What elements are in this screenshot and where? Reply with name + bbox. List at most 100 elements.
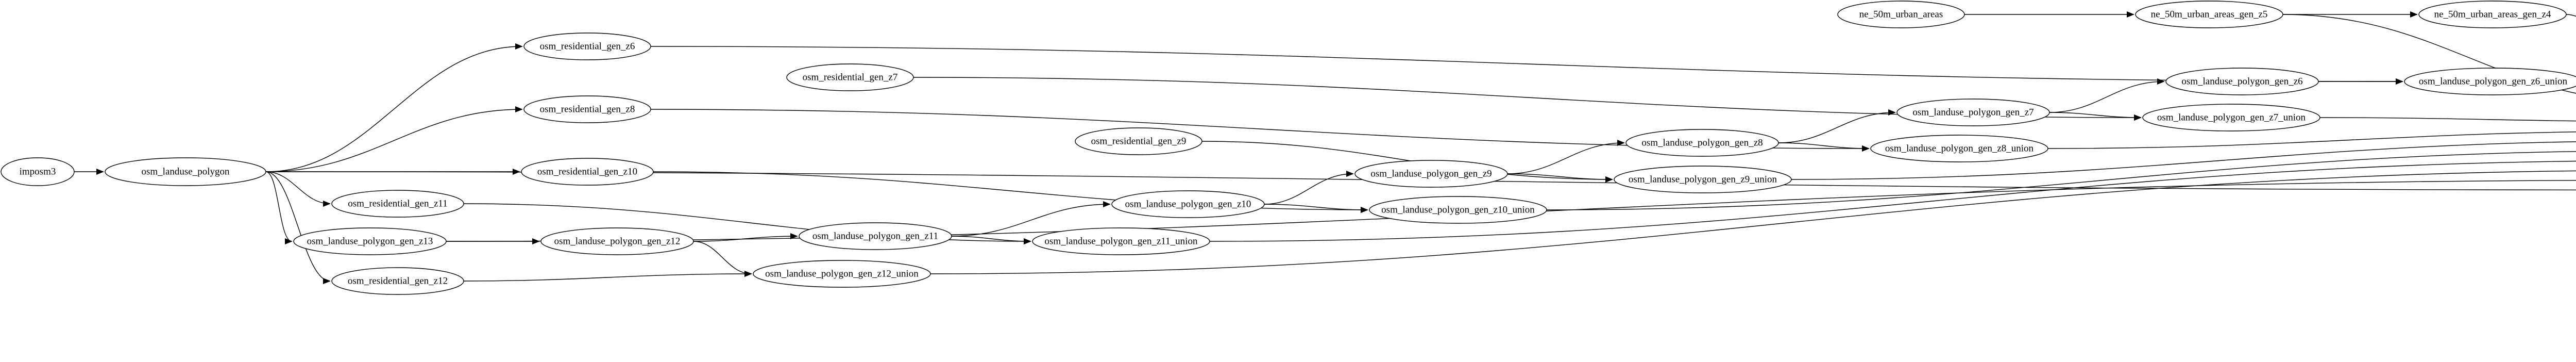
- node-shape: [523, 32, 651, 60]
- edge-path: [1264, 204, 1368, 210]
- edge-path: [265, 171, 330, 282]
- node-osm_landuse_polygon_gen_z10[interactable]: osm_landuse_polygon_gen_z10: [1111, 190, 1265, 218]
- edge-path: [1264, 173, 1353, 205]
- node-shape: [2418, 1, 2567, 28]
- edge-arrowhead: [744, 271, 752, 277]
- node-osm_residential_gen_z12[interactable]: osm_residential_gen_z12: [331, 267, 464, 295]
- edge-osm_landuse_polygon-to-osm_landuse_polygon_gen_z13: [265, 171, 293, 244]
- edge-imposm3-to-osm_landuse_polygon: [74, 169, 104, 175]
- node-label: osm_residential_gen_z12: [348, 275, 448, 286]
- edge-osm_residential_gen_z12-to-osm_landuse_polygon_gen_z12_union: [463, 271, 752, 282]
- edge-path: [2282, 14, 2576, 94]
- edge-osm_landuse_polygon_gen_z10-to-osm_landuse_polygon_gen_z10_union: [1264, 204, 1368, 213]
- edge-arrowhead: [1617, 140, 1625, 146]
- node-label: osm_residential_gen_z6: [540, 41, 635, 52]
- edge-osm_landuse_polygon_gen_z12_union-to-layer_landuse-z12: [930, 170, 2576, 274]
- node-label: osm_landuse_polygon_gen_z7: [1912, 107, 2033, 118]
- node-osm_landuse_polygon_gen_z10_union[interactable]: osm_landuse_polygon_gen_z10_union: [1369, 196, 1547, 224]
- edge-arrowhead: [2410, 11, 2418, 18]
- edge-path: [1546, 151, 2576, 210]
- node-osm_landuse_polygon_gen_z11[interactable]: osm_landuse_polygon_gen_z11: [799, 222, 952, 250]
- edge-path: [650, 46, 2403, 82]
- node-osm_landuse_polygon_gen_z8[interactable]: osm_landuse_polygon_gen_z8: [1625, 129, 1779, 157]
- node-label: osm_landuse_polygon_gen_z8_union: [1885, 143, 2034, 154]
- edge-path: [265, 46, 522, 172]
- edge-path: [1778, 112, 1895, 143]
- node-ne_50m_urban_areas_gen_z5[interactable]: ne_50m_urban_areas_gen_z5: [2135, 1, 2283, 28]
- edge-osm_landuse_polygon-to-osm_residential_gen_z8: [265, 106, 523, 172]
- node-osm_landuse_polygon_gen_z6_union[interactable]: osm_landuse_polygon_gen_z6_union: [2404, 68, 2576, 95]
- node-label: osm_landuse_polygon_gen_z7_union: [2157, 112, 2306, 123]
- edge-path: [463, 273, 752, 282]
- node-shape: [2135, 1, 2283, 28]
- node-label: osm_landuse_polygon_gen_z11: [812, 231, 938, 241]
- node-label: osm_landuse_polygon_gen_z12_union: [765, 268, 919, 279]
- node-shape: [293, 227, 447, 255]
- node-osm_residential_gen_z10[interactable]: osm_residential_gen_z10: [521, 158, 654, 186]
- edge-ne_50m_urban_areas_gen_z5-to-ne_50m_urban_areas_gen_z4: [2283, 11, 2418, 18]
- node-osm_residential_gen_z7[interactable]: osm_residential_gen_z7: [786, 63, 914, 91]
- node-label: ne_50m_urban_areas_gen_z5: [2151, 9, 2268, 20]
- node-osm_landuse_polygon_gen_z9[interactable]: osm_landuse_polygon_gen_z9: [1354, 160, 1508, 188]
- node-osm_landuse_polygon_gen_z7[interactable]: osm_landuse_polygon_gen_z7: [1896, 98, 2050, 126]
- edge-osm_landuse_polygon_gen_z11-to-osm_landuse_polygon_gen_z11_union: [951, 236, 1031, 244]
- edge-osm_landuse_polygon_gen_z11-to-osm_landuse_polygon_gen_z10: [951, 201, 1111, 237]
- node-osm_landuse_polygon[interactable]: osm_landuse_polygon: [105, 157, 266, 186]
- node-osm_residential_gen_z6[interactable]: osm_residential_gen_z6: [523, 32, 651, 60]
- edge-arrowhead: [96, 169, 104, 175]
- node-label: osm_residential_gen_z11: [348, 198, 447, 209]
- node-osm_landuse_polygon_gen_z8_union[interactable]: osm_landuse_polygon_gen_z8_union: [1870, 135, 2048, 162]
- edges-layer: [74, 11, 2576, 284]
- edge-osm_landuse_polygon_gen_z9-to-osm_landuse_polygon_gen_z8: [1507, 140, 1625, 174]
- node-osm_residential_gen_z9[interactable]: osm_residential_gen_z9: [1075, 127, 1202, 155]
- edge-arrowhead: [515, 106, 523, 112]
- edge-path: [693, 241, 752, 274]
- node-osm_landuse_polygon_gen_z9_union[interactable]: osm_landuse_polygon_gen_z9_union: [1614, 166, 1792, 193]
- edge-osm_landuse_polygon-to-osm_residential_gen_z12: [265, 171, 331, 284]
- node-ne_50m_urban_areas_gen_z4[interactable]: ne_50m_urban_areas_gen_z4: [2418, 1, 2567, 28]
- edge-osm_landuse_polygon_gen_z9_union-to-layer_landuse-z9: [1791, 141, 2576, 180]
- nodes-layer: imposm3 osm_landuse_polygon osm_residentia…: [1, 1, 2576, 295]
- node-osm_landuse_polygon_gen_z12_union[interactable]: osm_landuse_polygon_gen_z12_union: [753, 260, 931, 288]
- node-label: ne_50m_urban_areas_gen_z4: [2434, 9, 2551, 20]
- node-shape: [105, 157, 266, 186]
- node-label: osm_residential_gen_z7: [803, 72, 898, 83]
- node-shape: [1075, 127, 1202, 155]
- node-shape: [1032, 227, 1210, 255]
- node-osm_landuse_polygon_gen_z12[interactable]: osm_landuse_polygon_gen_z12: [540, 227, 694, 255]
- edge-arrowhead: [513, 169, 520, 175]
- edge-path: [265, 171, 330, 204]
- node-shape: [1870, 135, 2048, 162]
- edge-path: [2319, 117, 2576, 122]
- node-shape: [2142, 104, 2320, 131]
- node-osm_landuse_polygon_gen_z6[interactable]: osm_landuse_polygon_gen_z6: [2165, 68, 2319, 95]
- edge-arrowhead: [1103, 201, 1111, 207]
- node-shape: [1837, 1, 1965, 28]
- node-label: osm_residential_gen_z8: [540, 104, 635, 114]
- edge-osm_landuse_polygon_gen_z8_union-to-layer_landuse-z8: [2047, 131, 2576, 149]
- edge-path: [265, 109, 522, 172]
- node-osm_residential_gen_z8[interactable]: osm_residential_gen_z8: [523, 95, 651, 123]
- node-shape: [2404, 68, 2576, 95]
- edge-ne_50m_urban_areas_gen_z5-to-layer_landuse-z5: [2282, 14, 2576, 94]
- edge-arrowhead: [790, 233, 798, 239]
- edge-arrowhead: [2396, 78, 2403, 85]
- edge-osm_landuse_polygon_gen_z10_union-to-layer_landuse-z10: [1546, 151, 2576, 210]
- node-shape: [1111, 190, 1265, 218]
- edge-path: [930, 170, 2576, 274]
- edge-arrowhead: [323, 201, 331, 207]
- edge-path: [2049, 112, 2141, 118]
- node-osm_landuse_polygon_gen_z11_union[interactable]: osm_landuse_polygon_gen_z11_union: [1032, 227, 1210, 255]
- node-osm_landuse_polygon_gen_z13[interactable]: osm_landuse_polygon_gen_z13: [293, 227, 447, 255]
- node-ne_50m_urban_areas[interactable]: ne_50m_urban_areas: [1837, 1, 1965, 28]
- node-osm_landuse_polygon_gen_z7_union[interactable]: osm_landuse_polygon_gen_z7_union: [2142, 104, 2320, 131]
- edge-path: [2049, 81, 2164, 113]
- edge-osm_landuse_polygon_gen_z7-to-osm_landuse_polygon_gen_z6: [2049, 78, 2165, 113]
- edge-arrowhead: [1888, 109, 1896, 116]
- edge-arrowhead: [285, 238, 293, 244]
- node-label: osm_landuse_polygon_gen_z6_union: [2419, 76, 2568, 87]
- edge-path: [1778, 142, 1869, 149]
- node-osm_residential_gen_z11[interactable]: osm_residential_gen_z11: [331, 190, 464, 218]
- node-label: osm_residential_gen_z9: [1091, 136, 1187, 146]
- node-imposm3[interactable]: imposm3: [1, 157, 75, 186]
